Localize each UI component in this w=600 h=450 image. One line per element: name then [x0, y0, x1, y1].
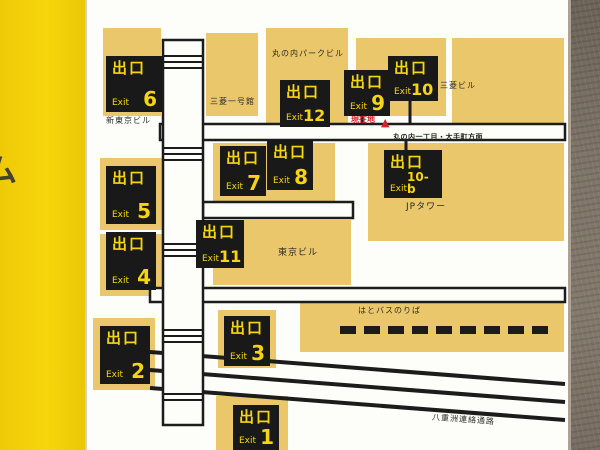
exit-badge-5: 出口 Exit 5 — [106, 166, 156, 224]
exit-number: 2 — [131, 359, 145, 383]
exit-en-label: Exit — [112, 276, 130, 286]
current-location-label: 現在地 — [351, 115, 375, 124]
exit-jp-label: 出口 — [230, 319, 265, 337]
building-label-mitsubishi-ichigokan: 三菱一号館 — [210, 97, 255, 106]
exit-jp-label: 出口 — [226, 149, 261, 167]
exit-number: 1 — [260, 425, 274, 449]
exit-number: 7 — [247, 171, 261, 195]
exit-en-label: Exit — [226, 182, 244, 192]
exit-number: 5 — [137, 199, 151, 223]
exit-jp-label: 出口 — [394, 59, 429, 77]
exit-en-label: Exit — [106, 370, 124, 380]
exit-jp-label: 出口 — [273, 143, 308, 161]
exit-en-label: Exit — [112, 210, 130, 220]
exit-jp-label: 出口 — [286, 83, 321, 101]
passage-diagonals — [149, 350, 566, 422]
exit-en-label: Exit — [202, 254, 220, 264]
exit-en-label: Exit — [239, 436, 257, 446]
exit-en-label: Exit — [286, 113, 304, 123]
yellow-sign-strip: ム — [0, 0, 87, 450]
wall-background — [571, 0, 600, 450]
bus-stop-dashes — [340, 326, 548, 334]
exit-badge-4: 出口 Exit 4 — [106, 232, 156, 290]
exit-number: 10-b — [407, 170, 429, 196]
exit-en-label: Exit — [230, 352, 248, 362]
exit-jp-label: 出口 — [390, 153, 425, 171]
concourse-corridor — [161, 38, 205, 427]
exit-number: 6 — [143, 87, 157, 111]
building-label-marunouchi-park-bldg: 丸の内パークビル — [272, 49, 344, 58]
exit-jp-label: 出口 — [202, 223, 237, 241]
exit-jp-label: 出口 — [239, 408, 274, 426]
area-label-hato-bus-stop: はとバスのりば — [358, 306, 421, 315]
exit-badge-6: 出口 Exit 6 — [106, 56, 162, 112]
exit-jp-label: 出口 — [106, 329, 141, 347]
exit-en-label: Exit — [394, 87, 412, 97]
exit-jp-label: 出口 — [112, 169, 147, 187]
building-label-jp-tower: JPタワー — [406, 202, 447, 212]
exit-en-label: Exit — [273, 176, 291, 186]
exit-jp-label: 出口 — [112, 59, 147, 77]
exit-jp-label: 出口 — [112, 235, 147, 253]
exit-number: 8 — [294, 165, 308, 189]
exit-badge-2: 出口 Exit 2 — [100, 326, 150, 384]
exit-number: 3 — [251, 341, 265, 365]
exit-number: 11 — [219, 247, 242, 266]
building-label-mitsubishi-bldg: 三菱ビル — [440, 81, 476, 90]
streets — [148, 122, 567, 304]
exit-number: 10 — [411, 80, 434, 99]
exit-number: 4 — [137, 265, 151, 289]
current-location-marker-icon: ▲ — [381, 116, 390, 129]
building-label-tokyo-bldg: 東京ビル — [278, 248, 319, 258]
exit-en-label: Exit — [390, 184, 408, 194]
exit-number: 9 — [371, 91, 385, 115]
stair-ticks — [164, 55, 202, 401]
direction-sign: 丸の内一丁目・大手町方面 — [393, 133, 483, 141]
exit-jp-label: 出口 — [350, 73, 385, 91]
yellow-strip-partial-text: ム — [0, 151, 18, 189]
exit-en-label: Exit — [350, 102, 368, 112]
exit-number: 12 — [303, 106, 326, 125]
exit-en-label: Exit — [112, 98, 130, 108]
building-label-shin-tokyo-bldg: 新東京ビル — [106, 116, 151, 125]
